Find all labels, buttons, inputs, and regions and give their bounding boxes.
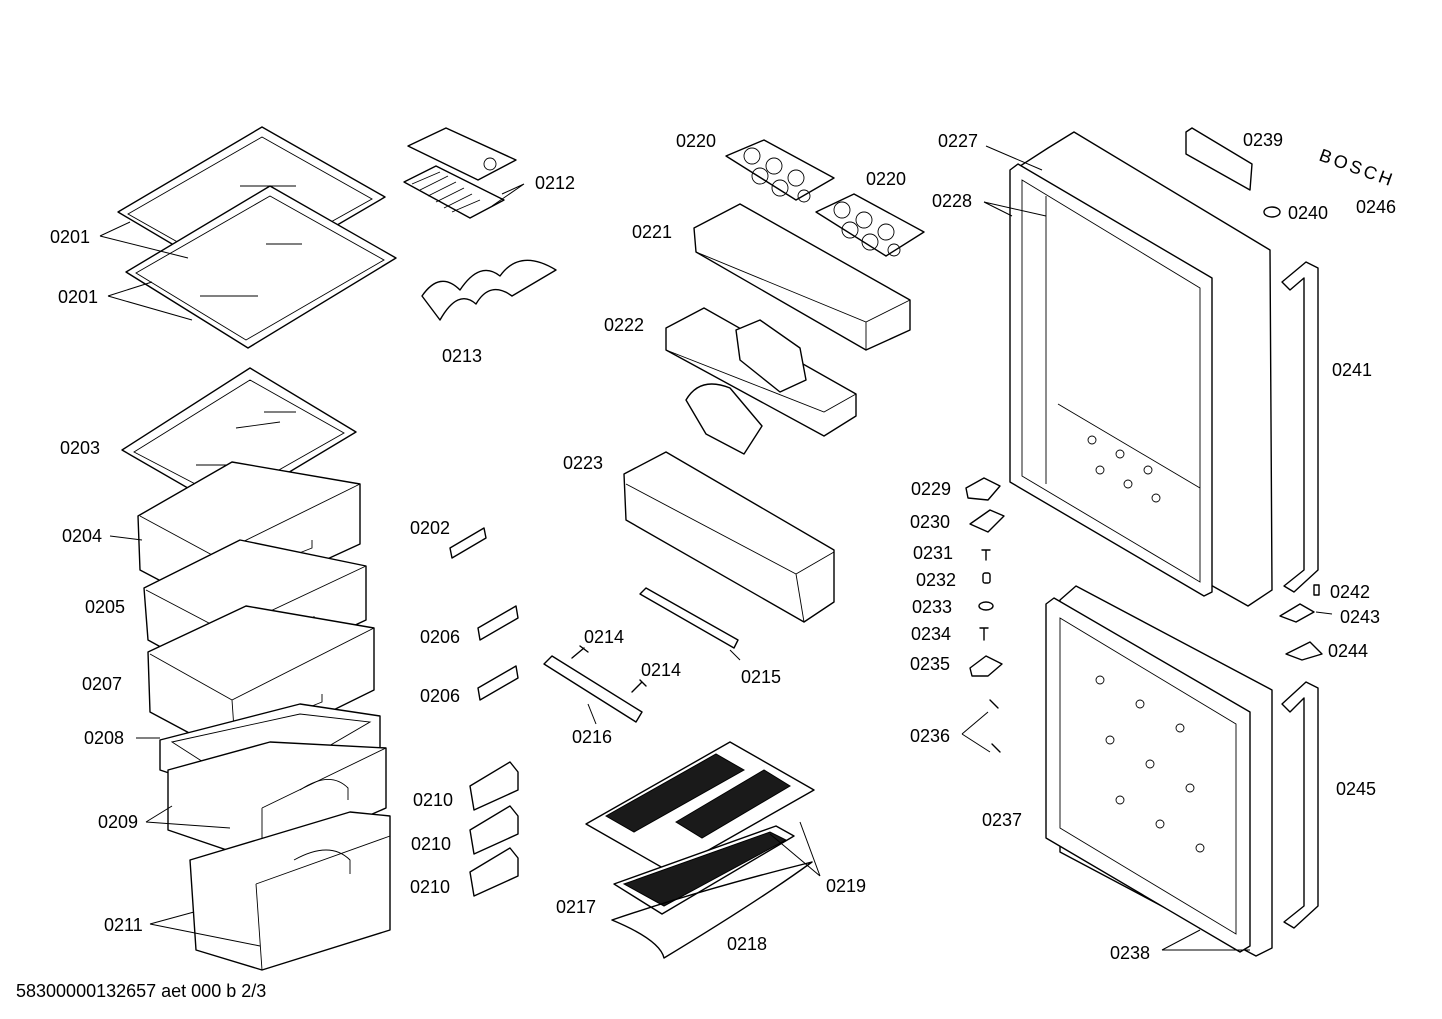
sheet-0218 xyxy=(611,861,813,959)
label-0237: 0237 xyxy=(982,810,1022,830)
footer-document-code: 58300000132657 aet 000 b 2/3 xyxy=(16,981,266,1001)
label-0238: 0238 xyxy=(1110,943,1150,963)
label-0245: 0245 xyxy=(1336,779,1376,799)
label-0229: 0229 xyxy=(911,479,951,499)
rail-0215 xyxy=(639,587,739,649)
flap-0210-a xyxy=(469,761,519,811)
label-0230: 0230 xyxy=(910,512,950,532)
label-0246: 0246 xyxy=(1356,197,1396,217)
label-0209: 0209 xyxy=(98,812,138,832)
ice-cube-tray-0212 xyxy=(403,127,517,219)
part-labels: 0201 0201 0212 0213 0203 0204 0205 0207 … xyxy=(50,130,1396,963)
label-0228: 0228 xyxy=(932,191,972,211)
label-0214-b: 0214 xyxy=(641,660,681,680)
label-0219: 0219 xyxy=(826,876,866,896)
label-0232: 0232 xyxy=(916,570,956,590)
label-0223: 0223 xyxy=(563,453,603,473)
freezer-door-0237 xyxy=(1045,585,1273,957)
label-0212: 0212 xyxy=(535,173,575,193)
label-0240: 0240 xyxy=(1288,203,1328,223)
brand-mark: BOSCH xyxy=(1317,145,1398,191)
glass-shelf-lower-part xyxy=(125,185,397,349)
rail-0216 xyxy=(543,655,643,723)
label-0241: 0241 xyxy=(1332,360,1372,380)
label-0234: 0234 xyxy=(911,624,951,644)
egg-rack-0213 xyxy=(421,259,557,321)
grid-0217 xyxy=(613,825,795,915)
handle-0245 xyxy=(1281,681,1319,929)
label-0239: 0239 xyxy=(1243,130,1283,150)
label-0231: 0231 xyxy=(913,543,953,563)
label-0242: 0242 xyxy=(1330,582,1370,602)
leader-lines xyxy=(99,145,1333,951)
label-0204: 0204 xyxy=(62,526,102,546)
egg-tray-0220-a xyxy=(725,139,835,203)
label-0202: 0202 xyxy=(410,518,450,538)
screw-0214-b xyxy=(631,679,647,693)
shelf-grid-0219 xyxy=(585,741,815,873)
label-0205: 0205 xyxy=(85,597,125,617)
label-0220-a: 0220 xyxy=(676,131,716,151)
label-0211: 0211 xyxy=(104,915,143,935)
label-0215: 0215 xyxy=(741,667,781,687)
flap-0210-c xyxy=(469,847,519,897)
label-0210-c: 0210 xyxy=(410,877,450,897)
label-0207: 0207 xyxy=(82,674,122,694)
cover-0206-a xyxy=(477,605,519,641)
cover-0206-b xyxy=(477,665,519,701)
label-0206-b: 0206 xyxy=(420,686,460,706)
screw-0214-a xyxy=(571,645,589,659)
label-0216: 0216 xyxy=(572,727,612,747)
label-0213: 0213 xyxy=(442,346,482,366)
label-0217: 0217 xyxy=(556,897,596,917)
label-0221: 0221 xyxy=(632,222,672,242)
door-rack-0221 xyxy=(693,203,911,351)
label-0210-b: 0210 xyxy=(411,834,451,854)
freezer-drawer-0211 xyxy=(189,811,391,971)
hinge-parts-0242-0244 xyxy=(1279,584,1323,661)
fridge-door-0227 xyxy=(1009,131,1273,607)
label-0218: 0218 xyxy=(727,934,767,954)
label-0208: 0208 xyxy=(84,728,124,748)
label-0236: 0236 xyxy=(910,726,950,746)
flap-0210-b xyxy=(469,805,519,855)
cover-0202 xyxy=(449,527,487,559)
cap-0240 xyxy=(1263,206,1281,218)
label-0244: 0244 xyxy=(1328,641,1368,661)
egg-tray-0220-b xyxy=(815,193,925,257)
hinge-cover-0239 xyxy=(1185,127,1253,191)
label-0227: 0227 xyxy=(938,131,978,151)
label-0201-a: 0201 xyxy=(50,227,90,247)
bottle-rack-0223 xyxy=(623,451,835,623)
label-0210-a: 0210 xyxy=(413,790,453,810)
label-0222: 0222 xyxy=(604,315,644,335)
label-0220-b: 0220 xyxy=(866,169,906,189)
hinge-parts-0229-0236 xyxy=(965,477,1005,753)
label-0235: 0235 xyxy=(910,654,950,674)
door-rack-0222 xyxy=(665,307,857,455)
handle-0241 xyxy=(1281,261,1319,593)
label-0243: 0243 xyxy=(1340,607,1380,627)
label-0201-b: 0201 xyxy=(58,287,98,307)
label-0203: 0203 xyxy=(60,438,100,458)
label-0214-a: 0214 xyxy=(584,627,624,647)
label-0206-a: 0206 xyxy=(420,627,460,647)
freezer-drawer-0209 xyxy=(167,741,387,863)
label-0233: 0233 xyxy=(912,597,952,617)
